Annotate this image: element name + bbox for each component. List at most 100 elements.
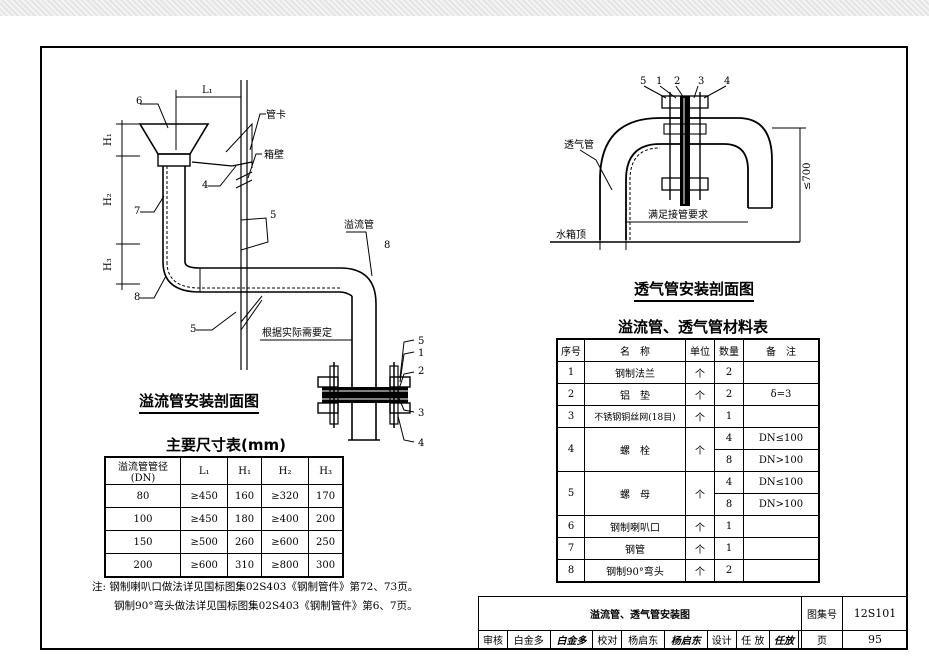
table-cell: 2 [556,383,585,406]
overflow-pipe-section [116,80,415,443]
part-number: 8 [134,292,140,303]
header-cell: 数量 [714,338,744,362]
vent-pipe-section [550,85,806,250]
pipe-clamp-label: 管卡 [266,108,286,121]
review-label: 审核 [478,630,508,649]
materials-table: 序号 名 称 单位 数量 备 注 1 钢制法兰 个 2 2 铝 垫 个 2 δ=… [556,338,820,583]
table-header-row: 序号 名 称 单位 数量 备 注 [556,338,820,362]
table-cell: 个 [685,383,715,406]
table-cell: 100 [104,507,181,531]
table-cell: 个 [685,427,715,472]
table-cell: 170 [308,484,344,508]
header-cell: H₂ [260,456,310,485]
note-line: 注: 钢制喇叭口做法详见国标图集02S403《钢制管件》第72、73页。 [92,581,419,593]
part-number: 6 [136,96,142,107]
part-number: 3 [418,408,424,419]
table-cell: 1 [714,405,744,428]
design-label: 设计 [706,630,737,649]
table-cell: 铝 垫 [584,383,686,406]
reviewer-name: 白金多 [506,630,551,649]
table-cell: 8 [714,493,744,516]
page-number: 95 [842,630,908,649]
header-cell: 单位 [685,338,715,362]
table-cell: 2 [714,383,744,406]
table-cell [743,515,820,538]
part-number: 5 [640,76,646,87]
vent-pipe-label: 透气管 [564,138,594,151]
funnel-shape [138,123,210,155]
table-cell: 个 [685,361,715,384]
table-row: 200 ≥600 310 ≥800 300 [104,553,344,578]
tank-top-label: 水箱顶 [556,228,586,241]
overflow-caption: 溢流管安装剖面图 [139,390,260,414]
materials-table-title: 溢流管、透气管材料表 [618,318,769,336]
vent-caption: 透气管安装剖面图 [634,278,755,302]
table-cell: 6 [556,515,585,538]
table-row: 2 铝 垫 个 2 δ=3 [556,383,820,406]
table-cell: 200 [104,553,181,578]
table-cell: 200 [308,507,344,531]
table-row: 80 ≥450 160 ≥320 170 [104,484,344,508]
atlas-number: 12S101 [842,596,908,631]
table-cell: 2 [714,559,744,583]
table-cell: ≥500 [179,530,229,554]
table-cell: 2 [714,361,744,384]
table-row: 5 螺 母 个 4 DN≤100 [556,471,820,516]
part-number: 4 [418,438,424,449]
part-number: 3 [698,76,704,87]
table-cell: DN≤100 [743,471,820,494]
header-cell: 备 注 [743,338,820,362]
table-cell: 个 [685,559,715,583]
table-cell: 4 [714,471,744,494]
table-row: 8 钢制90°弯头 个 2 [556,559,820,583]
table-cell: DN>100 [743,449,820,472]
part-number: 5 [418,336,424,347]
table-cell: 3 [556,405,585,428]
table-cell: 260 [227,530,262,554]
svg-text:5: 5 [270,210,276,221]
table-cell: 80 [104,484,181,508]
table-row: 150 ≥500 260 ≥600 250 [104,530,344,554]
header-cell: 溢流管管径(DN) [104,456,181,485]
table-row: 4 螺 栓 个 4 DN≤100 [556,427,820,472]
table-cell: 个 [685,537,715,560]
reviewer-signature: 白金多 [549,630,594,649]
overflow-pipe-label: 溢流管 [344,218,374,231]
designer-name: 任 放 [735,630,771,649]
title-block-row: 溢流管、透气管安装图 图集号 12S101 [478,596,908,631]
table-cell: 160 [227,484,262,508]
dimensions-table: 溢流管管径(DN) L₁ H₁ H₂ H₃ 80 ≥450 160 ≥320 1… [104,456,344,578]
atlas-label: 图集号 [801,596,843,631]
header-cell: 序号 [556,338,585,362]
table-cell: ≥450 [179,484,229,508]
table-cell: 4 [556,427,585,472]
table-cell: 8 [714,449,744,472]
table-header-row: 溢流管管径(DN) L₁ H₁ H₂ H₃ [104,456,344,485]
header-cell: H₃ [308,456,344,485]
part-number: 8 [384,240,390,251]
table-cell: 钢管 [584,537,686,560]
tank-wall-label: 箱壁 [264,148,284,161]
table-cell: 8 [556,559,585,583]
table-cell: 5 [556,471,585,516]
table-row: 3 不锈钢铜丝网(18目) 个 1 [556,405,820,428]
table-cell: δ=3 [743,383,820,406]
window-top-strip [0,0,929,16]
part-number: 1 [418,348,424,359]
table-cell: 螺 母 [584,471,686,516]
dim-h1-label: H₁ [103,133,114,146]
table-cell: ≥600 [260,530,310,554]
check-label: 校对 [592,630,623,649]
checker-signature: 杨启东 [664,630,708,649]
note-line: 钢制90°弯头做法详见国标图集02S403《钢制管件》第6、7页。 [114,600,418,612]
part-number: 5 [190,324,196,335]
part-number: 2 [674,76,680,87]
dim-h2-label: H₂ [103,193,114,206]
header-cell: H₁ [227,456,262,485]
notes: 注: 钢制喇叭口做法详见国标图集02S403《钢制管件》第72、73页。 钢制9… [92,578,418,616]
table-row: 100 ≥450 180 ≥400 200 [104,507,344,531]
checker-name: 杨启东 [621,630,666,649]
title-block-row: 审核 白金多 白金多 校对 杨启东 杨启东 设计 任 放 任放 页 95 [478,630,908,649]
table-cell: 不锈钢铜丝网(18目) [584,405,686,428]
table-cell: 个 [685,405,715,428]
